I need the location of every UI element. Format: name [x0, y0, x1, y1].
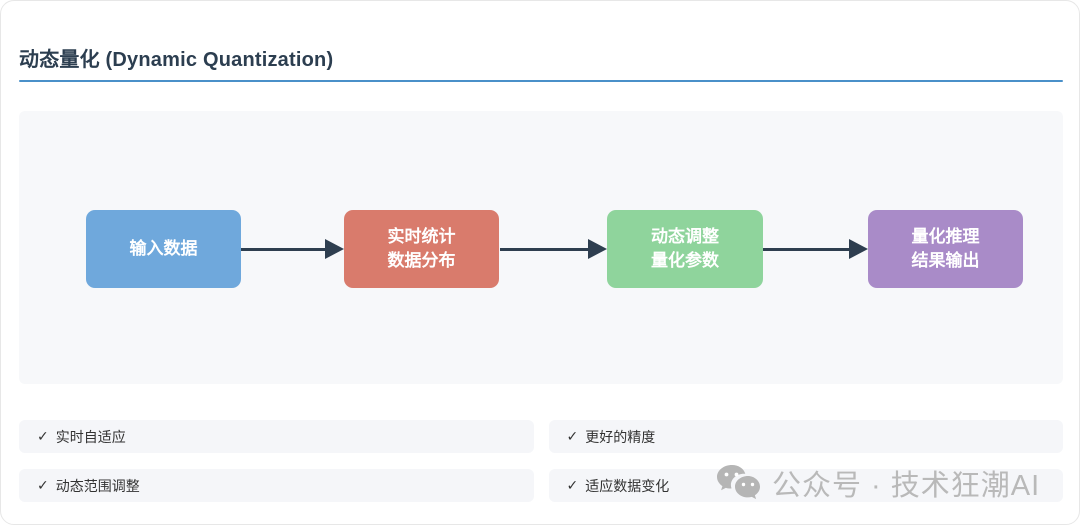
feature-item-realtime-adaptive: ✓ 实时自适应 [19, 420, 534, 453]
feature-item-better-precision: ✓ 更好的精度 [548, 420, 1063, 453]
flow-diagram-panel: 输入数据 实时统计 数据分布 动态调整 量化参数 量化推理 结果输出 [19, 111, 1063, 384]
flow-arrow [763, 239, 868, 259]
page-title: 动态量化 (Dynamic Quantization) [19, 49, 334, 71]
flow-arrow [241, 239, 344, 259]
flow-node-dynamic-adjust: 动态调整 量化参数 [607, 210, 763, 288]
arrow-head-icon [588, 239, 607, 259]
flow-node-realtime-stats: 实时统计 数据分布 [344, 210, 499, 288]
check-icon: ✓ [566, 428, 579, 444]
check-icon: ✓ [37, 428, 49, 444]
arrow-head-icon [849, 239, 868, 259]
feature-label: 更好的精度 [585, 428, 656, 445]
title-underline [19, 80, 1063, 82]
arrow-shaft [500, 247, 588, 251]
arrow-shaft [241, 247, 325, 251]
feature-label: 实时自适应 [55, 428, 126, 445]
flow-node-quantized-output: 量化推理 结果输出 [868, 210, 1023, 288]
flow-arrow [500, 239, 607, 259]
flow-node-input-data: 输入数据 [86, 210, 241, 288]
feature-label: 动态范围调整 [55, 477, 140, 494]
arrow-shaft [763, 247, 849, 251]
feature-label: 适应数据变化 [585, 477, 670, 494]
arrow-head-icon [325, 239, 344, 259]
feature-item-adapt-data-change: ✓ 适应数据变化 [548, 469, 1063, 502]
feature-list: ✓ 实时自适应 ✓ 更好的精度 ✓ 动态范围调整 ✓ 适应数据变化 [19, 420, 1063, 502]
check-icon: ✓ [37, 477, 49, 493]
feature-item-dynamic-range: ✓ 动态范围调整 [19, 469, 534, 502]
check-icon: ✓ [566, 477, 579, 493]
